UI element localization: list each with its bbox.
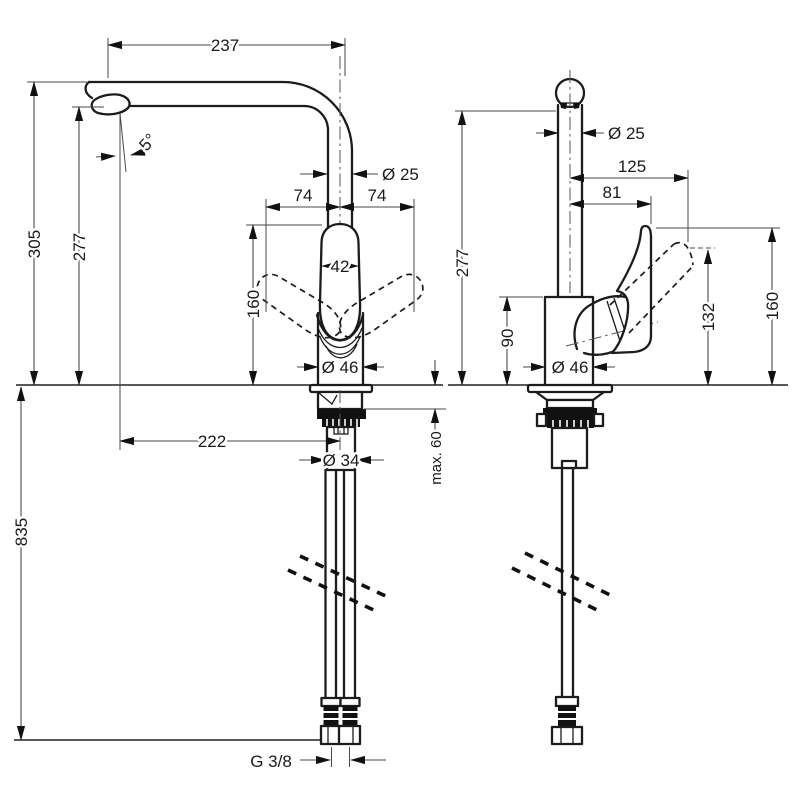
spout-end-cap: [84, 80, 94, 100]
spacer-side: [545, 398, 595, 410]
dim-label-base-dia-side: Ø 46: [552, 358, 589, 377]
angle-arrow-right: [130, 147, 148, 156]
gasket-tab-left: [535, 412, 548, 428]
dim-label-handle-width: 42: [331, 257, 350, 276]
dim-label-handle-open-height: 132: [699, 303, 718, 331]
aerator-wedge-left: [560, 103, 567, 109]
body-side: [543, 295, 595, 385]
base-flange-side: [526, 383, 614, 394]
shank-notch-side: [560, 459, 578, 470]
dim-label-base-dia-front: Ø 46: [322, 358, 359, 377]
dim-label-pipe-dia-side: Ø 25: [608, 124, 645, 143]
socket-ring-line-1: [606, 300, 622, 345]
dim-label-shank-dia: Ø 34: [323, 451, 360, 470]
dim-label-handle-height-side: 160: [763, 292, 782, 320]
hose-break-marks-front: [287, 554, 393, 615]
aerator-wedge-right: [573, 103, 580, 109]
dim-label-body-height: 90: [498, 329, 517, 348]
angle-5deg-line: [119, 112, 127, 173]
dome-arc-2: [319, 336, 361, 355]
front-view: 237 5° 305 277 Ø 25 74 74 42 160: [10, 34, 448, 774]
handle-side-solid: [610, 224, 653, 355]
dim-label-angle: 5°: [135, 130, 160, 155]
shank-bolt-detail: [333, 426, 349, 435]
socket-left-arc: [573, 302, 594, 351]
dim-label-thread: G 3/8: [250, 752, 292, 771]
spout-inner-outline: [129, 104, 330, 231]
thread-band-front: [322, 419, 360, 427]
dim-label-pipe-dia-front: Ø 25: [382, 165, 419, 184]
handle-side-open-dashed: [609, 241, 694, 334]
shank-wedge-mark: [318, 392, 338, 406]
angle-arrow-left: [95, 152, 116, 161]
dim-label-handle-reach: 81: [603, 183, 622, 202]
handle-swing-right-dashed: [338, 273, 424, 339]
aerator-nub: [90, 93, 131, 116]
dim-label-outlet-height-side: 277: [453, 249, 472, 277]
dome-arc-3: [325, 343, 358, 359]
dim-label-outlet-offset: 222: [198, 432, 226, 451]
gasket-side: [543, 408, 597, 420]
thread-band-side: [547, 420, 594, 428]
handle-swing-left-dashed: [256, 273, 342, 339]
side-view: Ø 25 125 81 277 90 132 160 Ø 46: [448, 70, 788, 746]
hose-side: [560, 466, 575, 699]
hose-fitting-side: [550, 695, 584, 746]
supply-hoses: [324, 468, 357, 700]
dim-label-handle-reach-open: 125: [618, 157, 646, 176]
spout-outer-outline: [87, 80, 354, 231]
gasket-tab-right: [592, 412, 605, 428]
dim-label-reach: 237: [211, 36, 239, 55]
dim-label-outlet-height: 277: [70, 233, 89, 261]
gasket-front: [317, 409, 366, 419]
hose-fitting-left: [319, 696, 344, 746]
dim-label-swing-left: 74: [294, 186, 313, 205]
dim-label-handle-height-front: 160: [244, 290, 263, 318]
dome-arc-1: [317, 327, 363, 348]
dim-label-height-total: 305: [25, 230, 44, 258]
flange-trapezoid-side: [534, 390, 606, 402]
dim-label-hose-length: 835: [12, 518, 31, 546]
hose-fitting-right: [337, 696, 362, 746]
handle-bottom-arc: [315, 313, 365, 342]
dim-label-swing-right: 74: [368, 186, 387, 205]
socket-top-edge: [590, 295, 628, 306]
dim-label-max-counter: max. 60: [428, 431, 445, 484]
